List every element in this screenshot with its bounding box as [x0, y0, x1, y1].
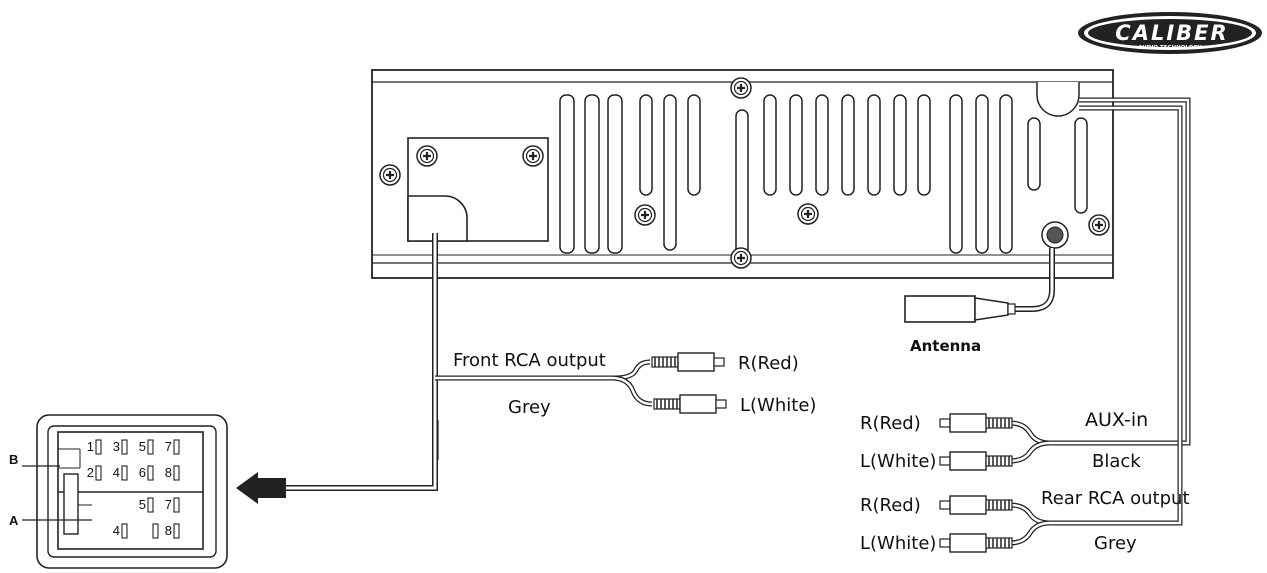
pin-number: 8: [165, 465, 172, 480]
pin-slot: [121, 523, 128, 539]
vent-slot: [663, 94, 677, 251]
vent-slot: [559, 94, 575, 254]
screw-icon: [633, 203, 657, 227]
pin-slot: [152, 523, 159, 539]
vent-slot: [917, 94, 931, 196]
head-unit-rear: [371, 69, 1114, 279]
pin-number: 6: [139, 465, 146, 480]
logo-brand: CALIBER: [1115, 21, 1228, 45]
screw-icon: [378, 163, 402, 187]
pin-slot: [95, 465, 102, 481]
rca-plug-icon: [939, 451, 1013, 471]
rca-plug-icon: [653, 394, 727, 414]
pin-slot: [147, 465, 154, 481]
aux-in-color: Black: [1092, 451, 1141, 472]
vent-slot: [1074, 117, 1088, 214]
screw-icon: [729, 246, 753, 270]
vent-slot: [949, 94, 963, 254]
rear-right-label: R(Red): [860, 495, 921, 516]
aux-left-label: L(White): [860, 451, 936, 472]
aux-rear-cables: AUX-in Black R(Red) L(White) Rear RCA ou…: [860, 97, 1191, 554]
pin-slot: [147, 439, 154, 455]
block-a-label: A: [9, 513, 19, 528]
pin-slot: [173, 465, 180, 481]
pin-slot: [95, 439, 102, 455]
pin-slot: [121, 439, 128, 455]
vent-slot: [639, 94, 653, 196]
pin-slot: [147, 497, 154, 513]
rear-rca-label: Rear RCA output: [1041, 488, 1190, 509]
front-rca-color: Grey: [508, 397, 551, 418]
pin-number: 2: [87, 465, 94, 480]
rca-plug-icon: [651, 352, 725, 372]
rca-plug-icon: [939, 533, 1013, 553]
rear-left-label: L(White): [860, 533, 936, 554]
screw-icon: [415, 144, 439, 168]
vent-slot: [1027, 117, 1041, 191]
pin-slot: [173, 497, 180, 513]
front-rca-left-label: L(White): [740, 395, 816, 416]
connector-pins: 1 3 5 7 2 4 6 8 5 7 4 8: [87, 439, 180, 539]
iso-connector: B A 1 3 5 7 2 4 6 8 5 7 4 8: [9, 414, 228, 569]
rca-plug-icon: [939, 413, 1013, 433]
front-rca-label: Front RCA output: [453, 350, 606, 371]
pin-slot: [173, 439, 180, 455]
arrow-left-icon: [236, 472, 286, 504]
antenna-label: Antenna: [910, 337, 981, 355]
vent-slot: [893, 94, 907, 196]
pin-number: 5: [139, 439, 146, 454]
pin-number: 7: [165, 439, 172, 454]
block-b-label: B: [9, 452, 18, 467]
caliber-logo: CALIBER AUDIO TECHNOLOGY: [1078, 12, 1262, 54]
front-rca-cable: Front RCA output Grey R(Red) L(White): [435, 350, 816, 418]
screw-icon: [729, 76, 753, 100]
rear-rca-color: Grey: [1094, 533, 1137, 554]
vent-slot: [789, 94, 803, 196]
vent-slot: [735, 109, 749, 256]
vent-slot: [687, 94, 701, 196]
aux-in-label: AUX-in: [1085, 409, 1148, 431]
aux-right-label: R(Red): [860, 413, 921, 434]
vent-slot: [841, 94, 855, 196]
logo-tagline: AUDIO TECHNOLOGY: [1138, 45, 1203, 51]
aux-cable-exit: [1036, 82, 1080, 117]
pin-number: 4: [113, 523, 120, 538]
pin-number: 8: [165, 523, 172, 538]
pin-number: 3: [113, 439, 120, 454]
pin-number: 1: [87, 439, 94, 454]
main-harness-cable: [236, 233, 439, 504]
vent-slot: [763, 94, 777, 196]
antenna-cable: Antenna: [904, 248, 1055, 355]
vent-slot: [607, 94, 623, 254]
screw-icon: [796, 202, 820, 226]
vent-slot: [867, 94, 881, 196]
pin-number: 7: [165, 497, 172, 512]
vent-slot: [999, 94, 1013, 254]
cable-exit-boot: [407, 195, 468, 242]
front-rca-right-label: R(Red): [738, 353, 799, 374]
screw-icon: [521, 144, 545, 168]
pin-slot: [121, 465, 128, 481]
pin-slot: [173, 523, 180, 539]
pin-number: 5: [139, 497, 146, 512]
cooling-vents: [559, 94, 1088, 256]
rca-plug-icon: [939, 495, 1013, 515]
vent-slot: [975, 94, 989, 254]
screw-icon: [1087, 213, 1111, 237]
vent-slot: [584, 94, 600, 254]
pin-number: 4: [113, 465, 120, 480]
vent-slot: [815, 94, 829, 196]
